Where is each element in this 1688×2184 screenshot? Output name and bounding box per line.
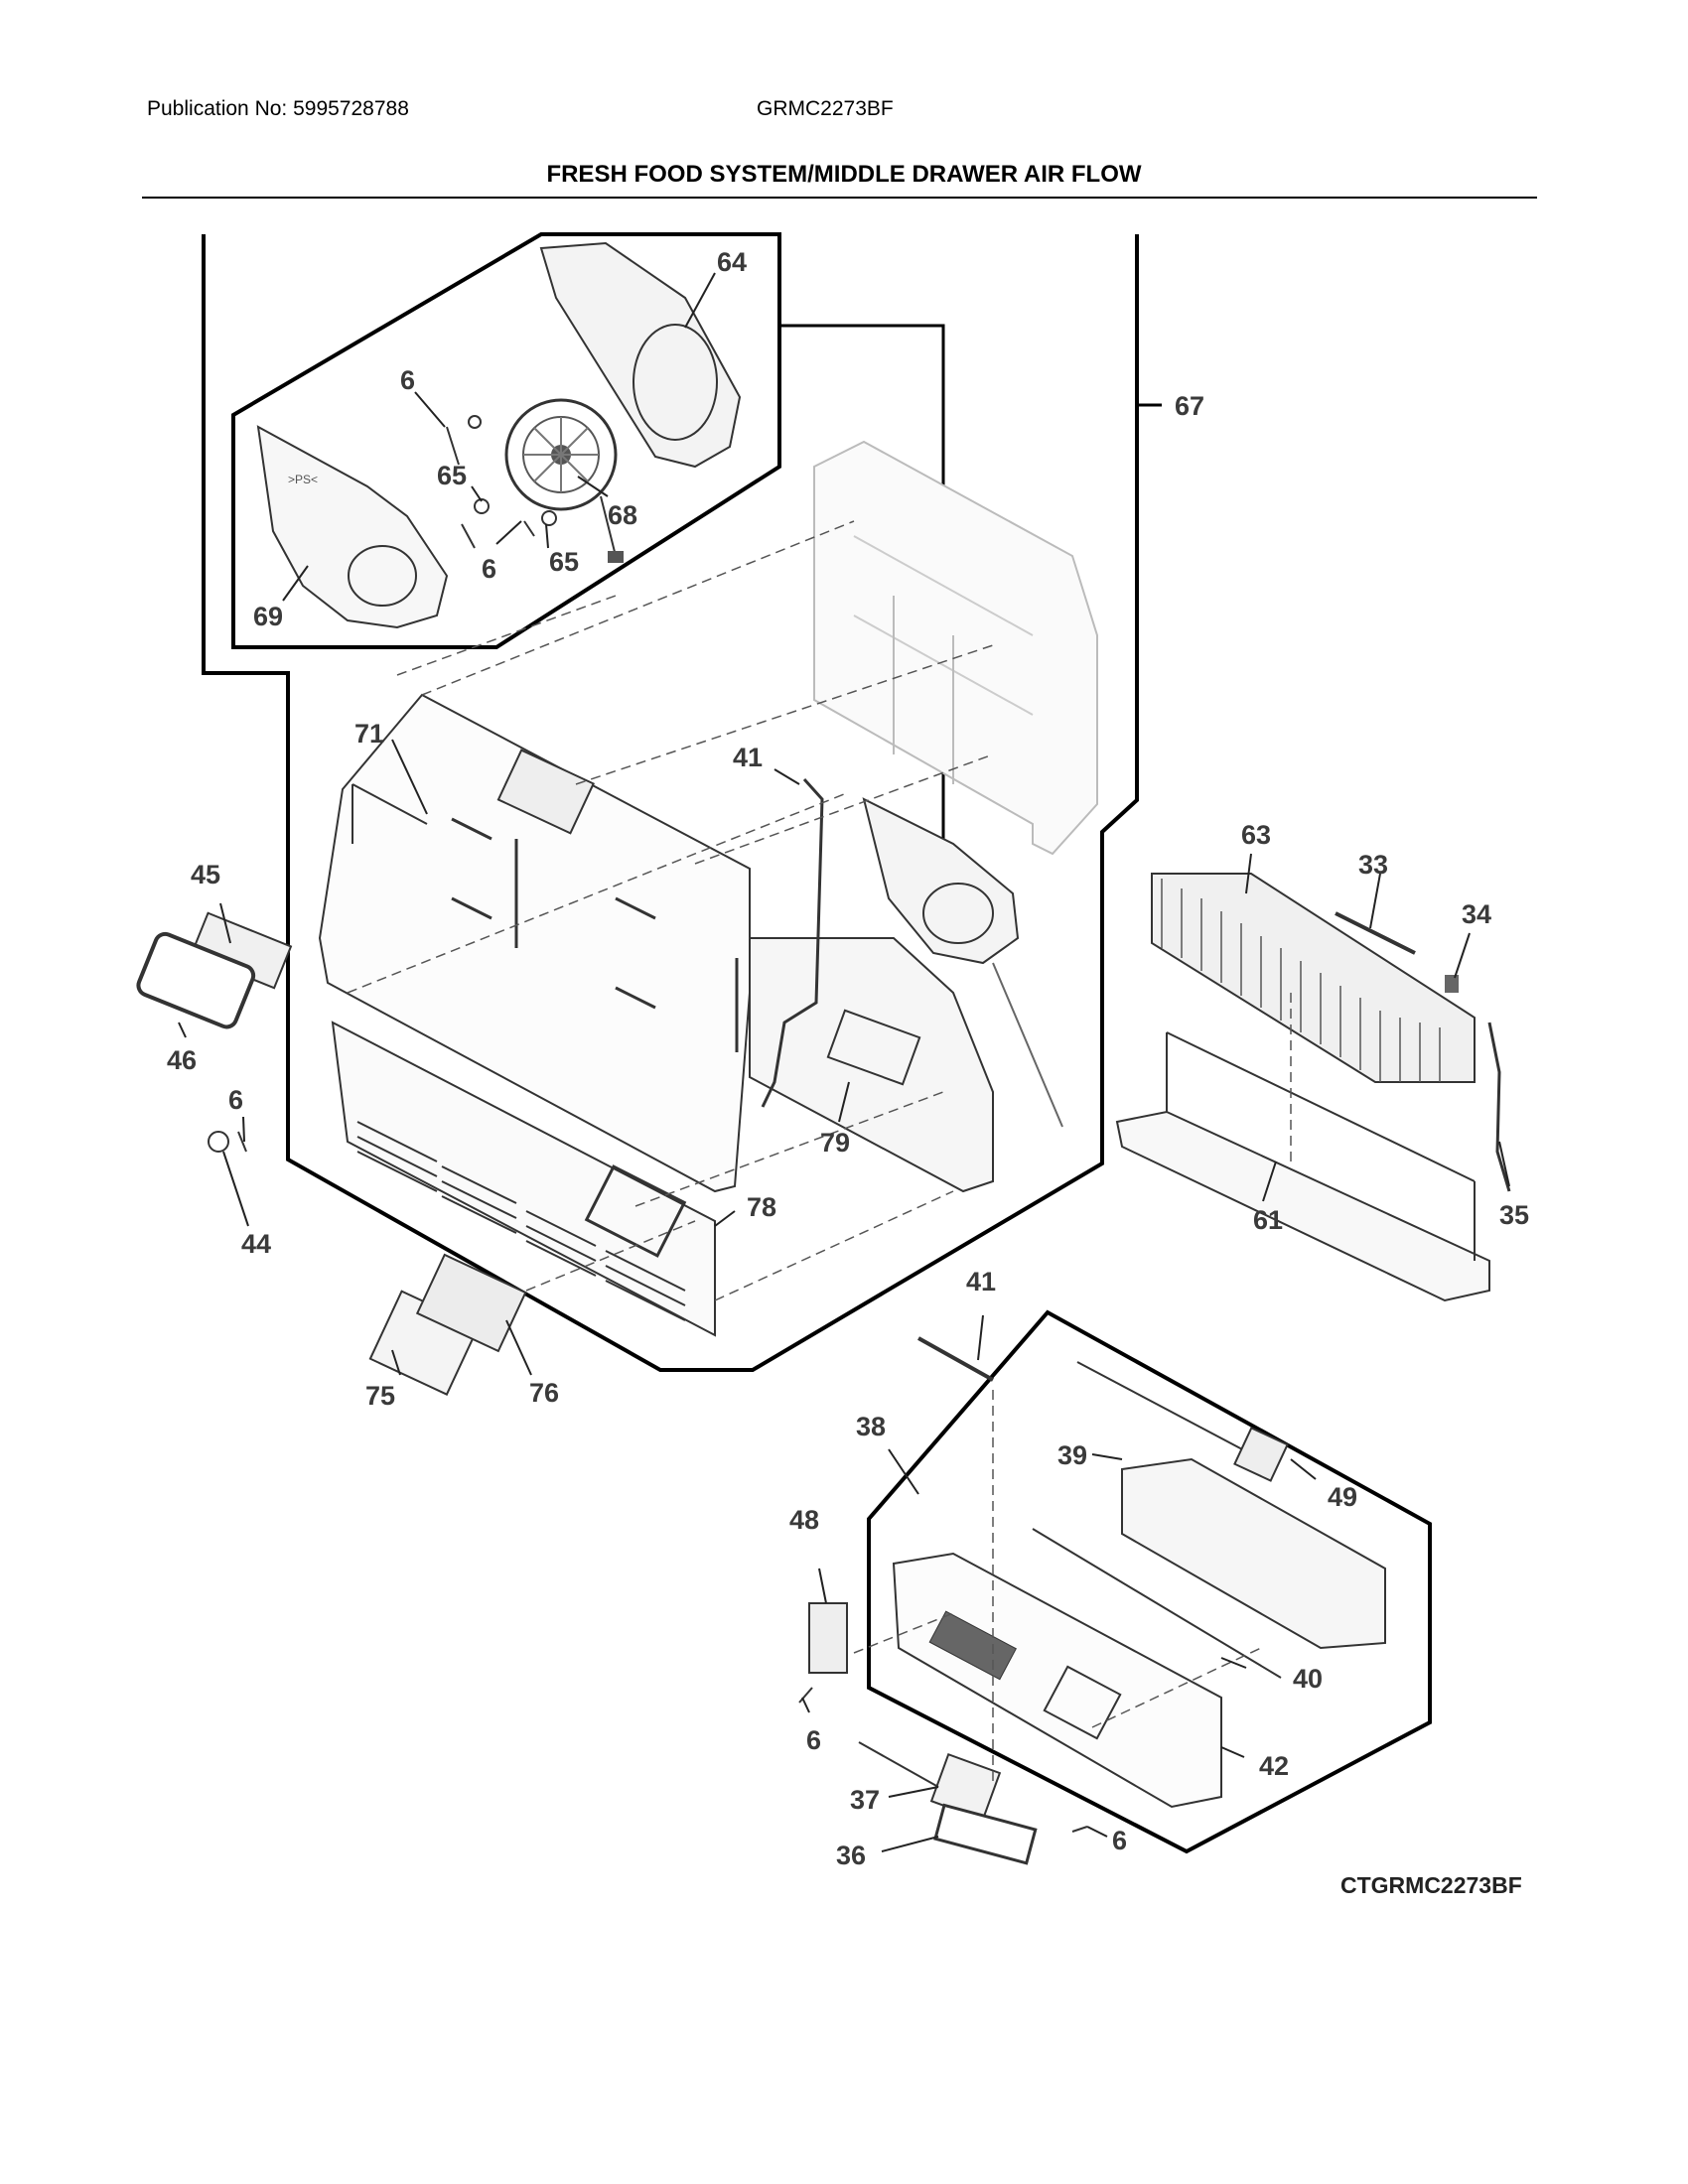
- callout-49: 49: [1328, 1482, 1357, 1512]
- bracket-76: [415, 1253, 527, 1353]
- callout-65: 65: [437, 461, 467, 490]
- svg-text:>PS<: >PS<: [288, 473, 318, 486]
- callout-63: 63: [1241, 820, 1271, 850]
- callout-68: 68: [608, 500, 637, 530]
- callout-41: 41: [966, 1267, 996, 1297]
- callout-46: 46: [167, 1045, 197, 1075]
- duct-39: [1121, 1457, 1386, 1650]
- leader-lines: [178, 272, 1510, 1852]
- callout-6: 6: [1112, 1826, 1127, 1855]
- main-cover-panel: [318, 693, 751, 1193]
- drain-pan: [1115, 1110, 1490, 1302]
- callout-38: 38: [856, 1412, 886, 1441]
- model-number: GRMC2273BF: [757, 97, 894, 120]
- callout-6: 6: [482, 554, 496, 584]
- callout-40: 40: [1293, 1664, 1323, 1694]
- control-housing-42: [892, 1552, 1222, 1809]
- rear-air-duct: [813, 440, 1098, 856]
- heater-35: [1487, 1022, 1511, 1192]
- callout-65: 65: [549, 547, 579, 577]
- page-title: FRESH FOOD SYSTEM/MIDDLE DRAWER AIR FLOW: [546, 161, 1142, 188]
- callout-37: 37: [850, 1785, 880, 1815]
- drawer-inset-outline: [867, 1309, 1432, 1854]
- callout-33: 33: [1358, 850, 1388, 880]
- callout-6: 6: [806, 1725, 821, 1755]
- display-lens: [136, 931, 256, 1029]
- callout-45: 45: [191, 860, 220, 889]
- callout-64: 64: [717, 247, 747, 277]
- callout-39: 39: [1057, 1440, 1087, 1470]
- sensor-33: [1335, 911, 1416, 955]
- header-rule: [142, 197, 1537, 199]
- secondary-fan-housing: [862, 797, 1020, 965]
- callout-6: 6: [228, 1085, 243, 1115]
- figure-code: CTGRMC2273BF: [1340, 1872, 1522, 1898]
- callout-67: 67: [1175, 391, 1204, 421]
- callout-42: 42: [1259, 1751, 1289, 1781]
- wire-harness-lower: [917, 1336, 994, 1382]
- callout-61: 61: [1253, 1205, 1283, 1235]
- fan-housing-back: [539, 241, 742, 469]
- callout-34: 34: [1462, 899, 1491, 929]
- fan-49: [1233, 1427, 1289, 1482]
- callout-36: 36: [836, 1841, 866, 1870]
- vent-slots: [356, 1121, 686, 1321]
- alignment-lines: [347, 520, 1292, 1787]
- wire-harness-upper: [761, 777, 824, 1108]
- callout-75: 75: [365, 1381, 395, 1411]
- sensor-34: [1445, 975, 1459, 993]
- cover-48: [808, 1602, 848, 1674]
- callout-6: 6: [400, 365, 415, 395]
- callout-44: 44: [241, 1229, 271, 1259]
- fan-housing-front: [256, 425, 449, 629]
- callout-48: 48: [789, 1505, 819, 1535]
- bracket-40: [1032, 1528, 1282, 1679]
- publication-number: Publication No: 5995728788: [147, 97, 409, 120]
- callout-78: 78: [747, 1192, 776, 1222]
- callout-69: 69: [253, 602, 283, 631]
- callout-76: 76: [529, 1378, 559, 1408]
- evaporator-coil: [1151, 873, 1476, 1083]
- assembly-outline: [202, 234, 1139, 1372]
- callout-71: 71: [354, 719, 384, 749]
- air-duct-channel: [749, 937, 994, 1193]
- callout-41: 41: [733, 743, 763, 772]
- callout-79: 79: [820, 1128, 850, 1158]
- filter-36: [933, 1803, 1038, 1865]
- callout-35: 35: [1499, 1200, 1529, 1230]
